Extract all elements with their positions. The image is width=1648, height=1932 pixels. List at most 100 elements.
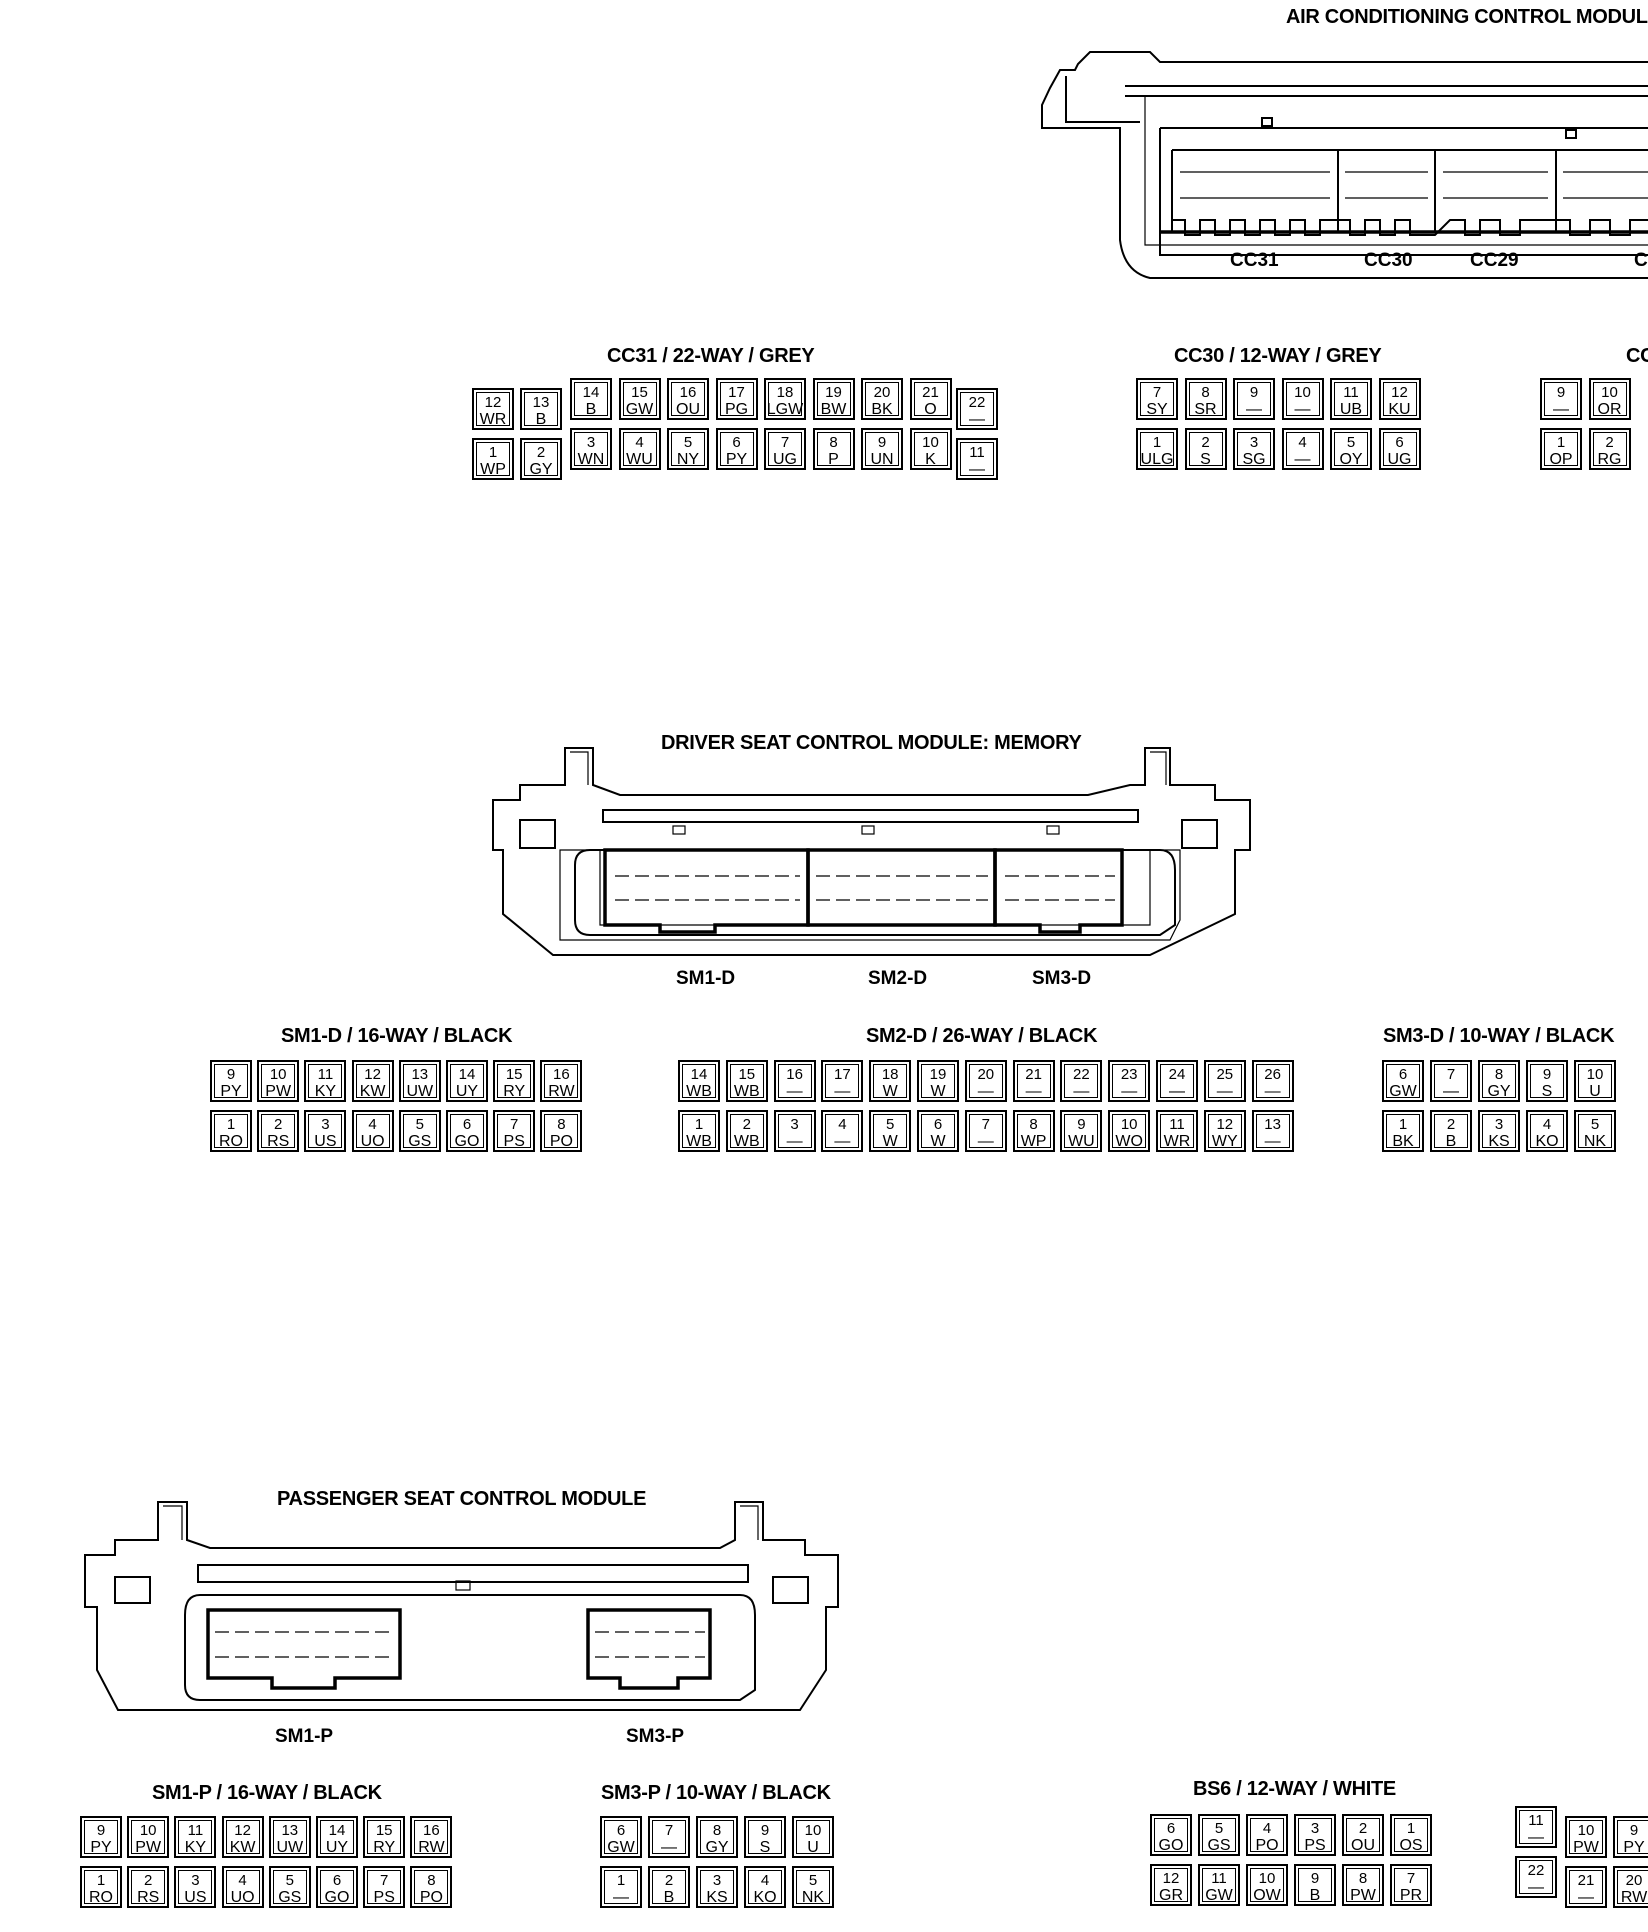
pin-number: 7 bbox=[981, 1116, 990, 1133]
pin-number: 1 bbox=[1406, 1820, 1416, 1837]
pin-wire-color: OU bbox=[676, 401, 700, 418]
pin-wire-color: RW bbox=[548, 1083, 575, 1100]
pin-wire-color: UW bbox=[406, 1083, 434, 1100]
pin-number: 4 bbox=[635, 434, 644, 451]
pin-wire-color: KW bbox=[359, 1083, 386, 1100]
pin-wire-color: WP bbox=[1020, 1133, 1047, 1150]
pin: 7— bbox=[648, 1816, 690, 1858]
pin-number: 7 bbox=[780, 434, 790, 451]
pin-wire-color: GS bbox=[1207, 1837, 1231, 1854]
pin-number: 15 bbox=[375, 1822, 393, 1839]
pin-wire-color: — bbox=[1578, 1889, 1594, 1906]
pin-wire-color: UG bbox=[773, 451, 797, 468]
pin-number: 1 bbox=[1398, 1116, 1408, 1133]
pin-wire-color: WP bbox=[480, 461, 506, 478]
sm3d-pinout-title: SM3-D / 10-WAY / BLACK bbox=[1383, 1025, 1615, 1047]
pin-number: 2 bbox=[742, 1116, 751, 1133]
pin-number: 9 bbox=[1542, 1066, 1552, 1083]
pin: 20— bbox=[964, 1060, 1007, 1102]
pin-wire-color: GS bbox=[408, 1133, 432, 1150]
pin-number: 3 bbox=[191, 1872, 200, 1889]
pin-number: 1 bbox=[1556, 434, 1566, 451]
pin-wire-color: GO bbox=[454, 1133, 480, 1150]
pin-wire-color: OR bbox=[1597, 401, 1622, 418]
pin-number: 16 bbox=[679, 384, 697, 401]
pin-number: 7 bbox=[1152, 384, 1162, 401]
pin-number: 13 bbox=[1264, 1116, 1281, 1133]
pin-wire-color: B bbox=[1445, 1133, 1457, 1150]
pin-number: 8 bbox=[1494, 1066, 1504, 1083]
ac-module-housing bbox=[1041, 51, 1648, 279]
pin-wire-color: GY bbox=[529, 461, 553, 478]
pin-number: 3 bbox=[586, 434, 596, 451]
pin: 9— bbox=[1233, 378, 1275, 420]
pin-number: 18 bbox=[881, 1066, 899, 1083]
pin-number: 5 bbox=[1590, 1116, 1600, 1133]
pin-wire-color: WN bbox=[577, 451, 605, 468]
pin-number: 20 bbox=[977, 1066, 995, 1083]
pin: 24— bbox=[1156, 1060, 1198, 1102]
pin-wire-color: LGW bbox=[766, 401, 804, 418]
pin: 4— bbox=[821, 1110, 864, 1152]
pin: 25— bbox=[1203, 1060, 1246, 1102]
pin: 21— bbox=[1012, 1060, 1055, 1102]
pin-wire-color: RO bbox=[89, 1889, 113, 1906]
pin-wire-color: BK bbox=[871, 401, 893, 418]
driver-module-title: DRIVER SEAT CONTROL MODULE: MEMORY bbox=[661, 732, 1082, 754]
pin: 22— bbox=[1515, 1856, 1557, 1898]
pin-number: 10 bbox=[1294, 384, 1311, 401]
pin-number: 22 bbox=[1527, 1862, 1545, 1879]
pin-wire-color: PO bbox=[1255, 1837, 1279, 1854]
pin-number: 1 bbox=[694, 1116, 704, 1133]
pin-number: 8 bbox=[557, 1116, 566, 1133]
pin: 22— bbox=[1060, 1060, 1103, 1102]
pin-wire-color: OS bbox=[1399, 1837, 1423, 1854]
pin-wire-color: GO bbox=[324, 1889, 350, 1906]
pin-number: 7 bbox=[1446, 1066, 1456, 1083]
pin-number: 23 bbox=[1120, 1066, 1138, 1083]
pin-number: 11 bbox=[187, 1822, 204, 1839]
pin-number: 12 bbox=[364, 1066, 381, 1083]
pin-wire-color: OY bbox=[1339, 451, 1363, 468]
pin-number: 12 bbox=[1391, 384, 1408, 401]
pin-wire-color: PR bbox=[1399, 1887, 1423, 1904]
pin-wire-color: PW bbox=[135, 1839, 162, 1856]
pin-number: 8 bbox=[427, 1872, 436, 1889]
sm2d-label: SM2-D bbox=[868, 968, 928, 989]
pin-wire-color: WU bbox=[626, 451, 653, 468]
pin-wire-color: GW bbox=[1205, 1887, 1233, 1904]
pin-wire-color: U bbox=[1589, 1083, 1601, 1100]
pin-wire-color: RS bbox=[267, 1133, 290, 1150]
pin: 4— bbox=[1281, 428, 1324, 470]
pin-number: 15 bbox=[631, 384, 648, 401]
pin-number: 6 bbox=[332, 1872, 342, 1889]
pin-number: 19 bbox=[825, 384, 842, 401]
